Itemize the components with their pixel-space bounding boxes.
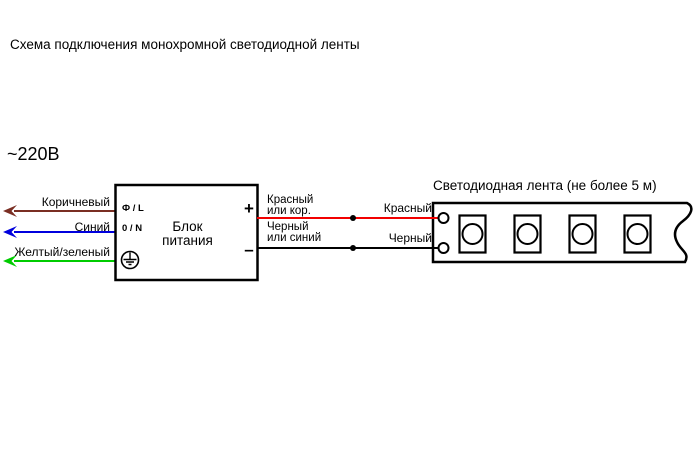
diagram-title: Схема подключения монохромной светодиодн… — [10, 37, 360, 52]
red-wire-junction-dot — [350, 215, 356, 221]
led-chip — [623, 214, 652, 254]
strip-negative-pad — [437, 242, 450, 254]
negative-wire-label-strip: Черный — [388, 231, 432, 245]
earth-ground-icon — [120, 250, 140, 270]
led-strip-title: Светодиодная лента (не более 5 м) — [433, 178, 657, 193]
minus-terminal-label: – — [244, 240, 254, 259]
mains-voltage-label: ~220В — [7, 144, 60, 164]
strip-positive-pad — [437, 212, 450, 224]
brown-wire-label: Коричневый — [41, 195, 110, 209]
power-supply-label: Блок питания — [162, 219, 213, 248]
power-supply-box — [114, 183, 259, 282]
plus-terminal-label: + — [244, 199, 254, 218]
led-chip — [513, 214, 542, 254]
green-wire-label: Желтый/зеленый — [14, 245, 110, 259]
negative-wire-label-psu: Черный или синий — [267, 221, 322, 244]
blue-wire-label: Синий — [74, 220, 110, 234]
blue-wire-arrowhead-icon — [3, 226, 17, 238]
positive-wire-label-strip: Красный — [383, 201, 432, 215]
neutral-terminal-label: 0 / N — [122, 223, 143, 234]
brown-wire-arrowhead-icon — [3, 205, 17, 217]
led-chip — [458, 214, 487, 254]
line-terminal-label: Ф / L — [122, 203, 144, 214]
black-wire-junction-dot — [350, 245, 356, 251]
positive-wire-label-psu: Красный или кор. — [267, 194, 314, 217]
led-chip — [568, 214, 597, 254]
green-wire-arrowhead-icon — [3, 255, 17, 267]
